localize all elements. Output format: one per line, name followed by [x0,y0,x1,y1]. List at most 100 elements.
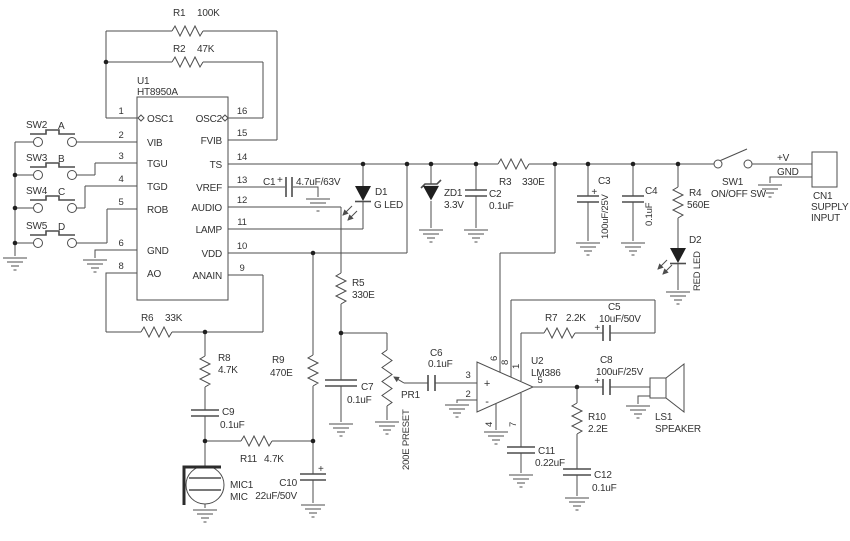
u1-pin12-name: AUDIO [191,203,222,214]
u1-pin8-name: AO [147,269,161,280]
u1-pin1-name: OSC1 [147,114,174,125]
c5-polarity: + [594,323,600,334]
cn1-ref: CN1 [813,191,833,202]
r2-ref: R2 [173,44,186,55]
r2-value: 47K [197,44,215,55]
d1-value: G LED [374,200,403,211]
resistor-r4-symbol [671,186,685,219]
u1-pin9-num: 9 [239,263,244,274]
u2-pin3-num: 3 [465,370,470,381]
u1-pin10-num: 10 [237,241,247,252]
mic-ref: MIC1 [230,480,254,491]
cn1-line2: INPUT [811,213,840,224]
supply-gnd-label: GND [777,167,799,178]
u2-body [476,361,535,413]
cap-c3-symbol [577,195,599,203]
c11-value: 0.22uF [535,458,565,469]
u2-amplifier: + - U2 LM386 3 2 5 6 8 1 4 7 [465,356,561,427]
ground-icon [418,229,444,243]
c1-ref: C1 [263,177,276,188]
u1-pin16-num: 16 [237,106,247,117]
cap-c12-symbol [563,468,591,476]
pr1-value: 200E PRESET [401,409,412,470]
u1-pin2-name: VIB [147,138,163,149]
c11-ref: C11 [538,446,556,457]
ground-icon [192,509,218,523]
u2-pin4-num: 4 [484,422,495,427]
resistor-r1-symbol [171,24,204,38]
r11-ref: R11 [240,454,258,465]
c5-ref: C5 [608,302,621,313]
ground-icon [625,405,651,419]
capacitor-symbols [191,177,644,481]
sw5-key: D [58,222,65,233]
ground-icon [620,242,646,256]
ground-icon [82,259,108,273]
r8-ref: R8 [218,353,231,364]
resistor-r8-symbol [198,355,212,388]
u1-pin11-name: LAMP [196,225,223,236]
u1-pin15-num: 15 [237,128,247,139]
sw4-key: C [58,187,65,198]
c9-value: 0.1uF [220,420,245,431]
speaker-symbol [649,362,685,414]
ground-symbols [2,184,783,523]
ground-icon [665,291,691,305]
c2-value: 0.1uF [489,201,514,212]
resistor-r2-symbol [171,55,204,69]
switch-sw3 [30,162,77,180]
c3-value: 100uF/25V [600,193,611,239]
ground-icon [575,242,601,256]
zener-zd1-symbol [420,179,442,201]
r6-value: 33K [165,313,183,324]
mic-value: MIC [230,492,248,503]
u2-pin5-num: 5 [537,375,542,386]
u1-pin2-num: 2 [118,130,123,141]
u1-pin4-num: 4 [118,174,123,185]
sw1-value: ON/OFF SW [711,189,767,200]
resistor-r6-symbol [140,325,173,339]
resistor-r10-symbol [570,402,584,435]
ground-icon [305,198,331,212]
u1-pin6-name: GND [147,246,169,257]
r5-ref: R5 [352,278,365,289]
u1-pin3-num: 3 [118,151,123,162]
u1-part: HT8950A [137,87,178,98]
c1-value: 4.7uF/63V [296,177,341,188]
pr1-ref: PR1 [401,390,420,401]
sw4-ref: SW4 [26,186,48,197]
supply-plus-label: +V [777,153,790,164]
u1-pin10-name: VDD [201,249,222,260]
c10-polarity: + [318,464,324,475]
ground-icon [2,257,28,271]
u1-pin4-name: TGD [147,182,168,193]
c4-ref: C4 [645,186,658,197]
u1-pin3-name: TGU [147,159,168,170]
cap-c8-symbol [602,379,611,395]
preset-pr1-symbol [381,349,393,407]
junction-dots [12,59,681,444]
r1-ref: R1 [173,8,186,19]
c7-value: 0.1uF [347,395,372,406]
u2-ref: U2 [531,356,544,367]
zd1-ref: ZD1 [444,188,463,199]
u2-minus-input: - [485,396,489,408]
u1-pin8-num: 8 [118,261,123,272]
r4-ref: R4 [689,188,702,199]
cn1-line1: SUPPLY [811,202,849,213]
sw2-ref: SW2 [26,120,48,131]
u1-pin13-num: 13 [237,175,247,186]
zd1-value: 3.3V [444,200,464,211]
r9-value: 470E [270,368,293,379]
speaker-ref: LS1 [655,412,673,423]
u2-pin7-num: 7 [508,422,519,427]
pr1-wiper-arrow [393,376,405,384]
osc2-pin-diamond-icon [221,114,229,122]
cap-c4-symbol [622,195,644,203]
u1-ic: U1 HT8950A 1 2 3 4 5 6 8 OSC1 VIB TGU TG… [118,76,247,301]
resistor-r9-symbol [306,354,320,387]
c12-ref: C12 [594,470,612,481]
r11-value: 4.7K [264,454,284,465]
r5-value: 330E [352,290,375,301]
u1-ref: U1 [137,76,150,87]
